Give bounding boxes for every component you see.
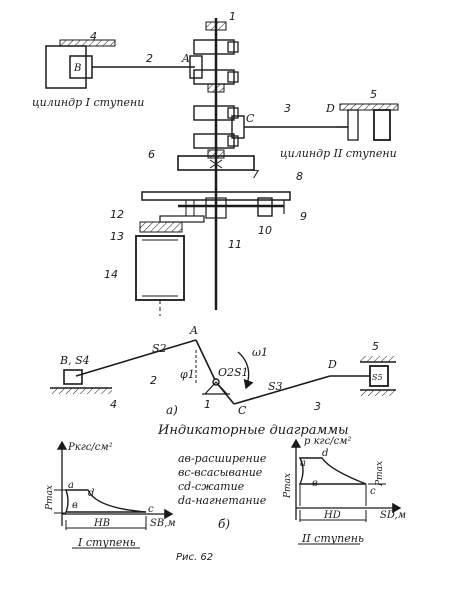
d2-xlabel: SD,м <box>380 510 406 521</box>
motor-14 <box>135 221 185 316</box>
d2-stroke: HD <box>323 510 341 521</box>
label-omega1: ω1 <box>252 346 268 359</box>
part-9-label: 9 <box>300 210 307 223</box>
part-1-label: 1 <box>229 10 236 23</box>
part-12-label: 12 <box>110 208 124 221</box>
cycle-curve-1 <box>64 489 147 513</box>
label-o2s1: O2S1 <box>218 366 249 379</box>
label-c: C <box>238 404 247 417</box>
part-10-label: 10 <box>258 224 272 237</box>
d1-a: a <box>68 480 74 491</box>
label-s2: S2 <box>152 342 167 355</box>
cylinder-2-label: цилиндр II ступени <box>280 147 397 160</box>
d1-stage: I ступень <box>77 536 136 549</box>
label-d: D <box>327 358 337 371</box>
d1-c: c <box>148 504 154 515</box>
omega-arrow <box>237 351 254 390</box>
cylinder-2 <box>244 103 399 141</box>
label-link-3: 3 <box>314 400 321 413</box>
part-8-label: 8 <box>296 170 303 183</box>
link-3 <box>233 375 331 405</box>
cylinder-1 <box>45 39 195 89</box>
label-link-4: 4 <box>110 398 117 411</box>
crank-1a <box>195 339 217 383</box>
part-5-label: 5 <box>370 88 377 101</box>
d2-pmax-right: Pmax <box>375 461 385 487</box>
d2-d: d <box>322 448 328 459</box>
indicator-title: Индикаторные диаграммы <box>157 423 349 438</box>
legend-4: da-нагнетание <box>178 494 267 507</box>
label-link-1: 1 <box>204 398 211 411</box>
slider-b <box>63 369 83 385</box>
d1-stroke: HB <box>93 518 110 529</box>
d2-c: c <box>370 486 376 497</box>
gear-6 <box>177 155 255 171</box>
cycle-curve-2 <box>298 457 367 485</box>
d2-pmax-left: Pmax <box>283 473 293 499</box>
d2-b: в <box>312 478 318 489</box>
part-7-label: 7 <box>252 168 259 181</box>
d1-d: d <box>88 488 94 499</box>
subfig-b-label: б) <box>218 517 230 531</box>
part-14-label: 14 <box>104 268 118 281</box>
legend-3: cd-сжатие <box>178 480 245 493</box>
label-b-s4: В, S4 <box>59 354 90 367</box>
d2-ylabel: p кгс/см² <box>304 436 351 447</box>
point-a-label: A <box>181 52 190 65</box>
part-2-label: 2 <box>146 52 153 65</box>
legend-1: ав-расширение <box>178 452 267 465</box>
point-c-label: C <box>246 112 255 125</box>
label-phi1: φ1 <box>180 368 195 381</box>
part-4-label: 4 <box>90 30 97 43</box>
point-b-label: В <box>73 63 81 74</box>
part-11-label: 11 <box>228 238 242 251</box>
indicator-diagram-1 <box>54 440 174 530</box>
part-3-label: 3 <box>284 102 291 115</box>
d1-ylabel: Pкгс/см² <box>67 442 113 453</box>
label-s5: S5 <box>372 373 383 382</box>
d2-stage: II ступень <box>301 532 364 545</box>
label-link-2: 2 <box>150 374 157 387</box>
legend-2: вс-всасывание <box>178 466 263 479</box>
link-2 <box>75 339 197 377</box>
label-a: A <box>189 324 198 337</box>
gearbox <box>141 191 291 223</box>
indicator-diagram-2 <box>290 438 402 522</box>
slider-s5 <box>369 365 389 387</box>
crankshaft <box>189 18 245 310</box>
kinematic-scheme <box>50 339 396 405</box>
cylinder-1-label: цилиндр I ступени <box>32 96 144 109</box>
part-13-label: 13 <box>110 230 124 243</box>
figure-caption: Рис. 62 <box>176 552 213 563</box>
point-d-label: D <box>325 102 335 115</box>
subfig-a-label: а) <box>166 403 178 417</box>
part-6-label: 6 <box>148 148 155 161</box>
label-s3: S3 <box>268 380 283 393</box>
d1-b: в <box>72 500 78 511</box>
d1-xlabel: SB,м <box>150 518 176 529</box>
d1-pmax: Pmax <box>45 485 55 511</box>
mechanism-diagram: 4 В 2 A цилиндр I ступени 1 C <box>32 10 399 316</box>
d2-a: a <box>300 458 306 469</box>
label-link-5: 5 <box>372 340 379 353</box>
